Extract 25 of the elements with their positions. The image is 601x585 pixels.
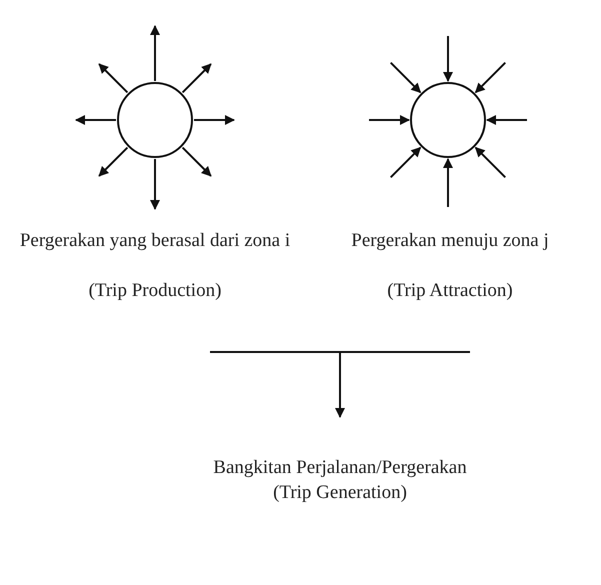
arrow [486, 115, 527, 125]
arrow [182, 63, 212, 94]
zone-term: (Trip Production) [88, 279, 222, 303]
arrow [98, 146, 128, 177]
arrow [390, 146, 422, 178]
zone-term: (Trip Attraction) [386, 279, 514, 303]
arrow [443, 36, 453, 82]
arrow [390, 62, 422, 94]
zone-circle [117, 82, 193, 158]
zone-caption: Pergerakan yang berasal dari zona i [18, 229, 292, 253]
arrow [150, 25, 160, 81]
arrow [369, 115, 410, 125]
zone-caption: Pergerakan menuju zona j [350, 229, 550, 253]
result-term: (Trip Generation) [272, 481, 408, 505]
arrow [182, 146, 212, 177]
arrow [474, 62, 506, 94]
arrow [75, 115, 116, 125]
zone-circle [410, 82, 486, 158]
arrow [443, 158, 453, 207]
arrow [194, 115, 235, 125]
result-label: Bangkitan Perjalanan/Pergerakan [212, 456, 468, 480]
arrow [150, 159, 160, 210]
arrow [98, 63, 128, 94]
arrow [474, 146, 506, 178]
arrow [335, 353, 345, 418]
